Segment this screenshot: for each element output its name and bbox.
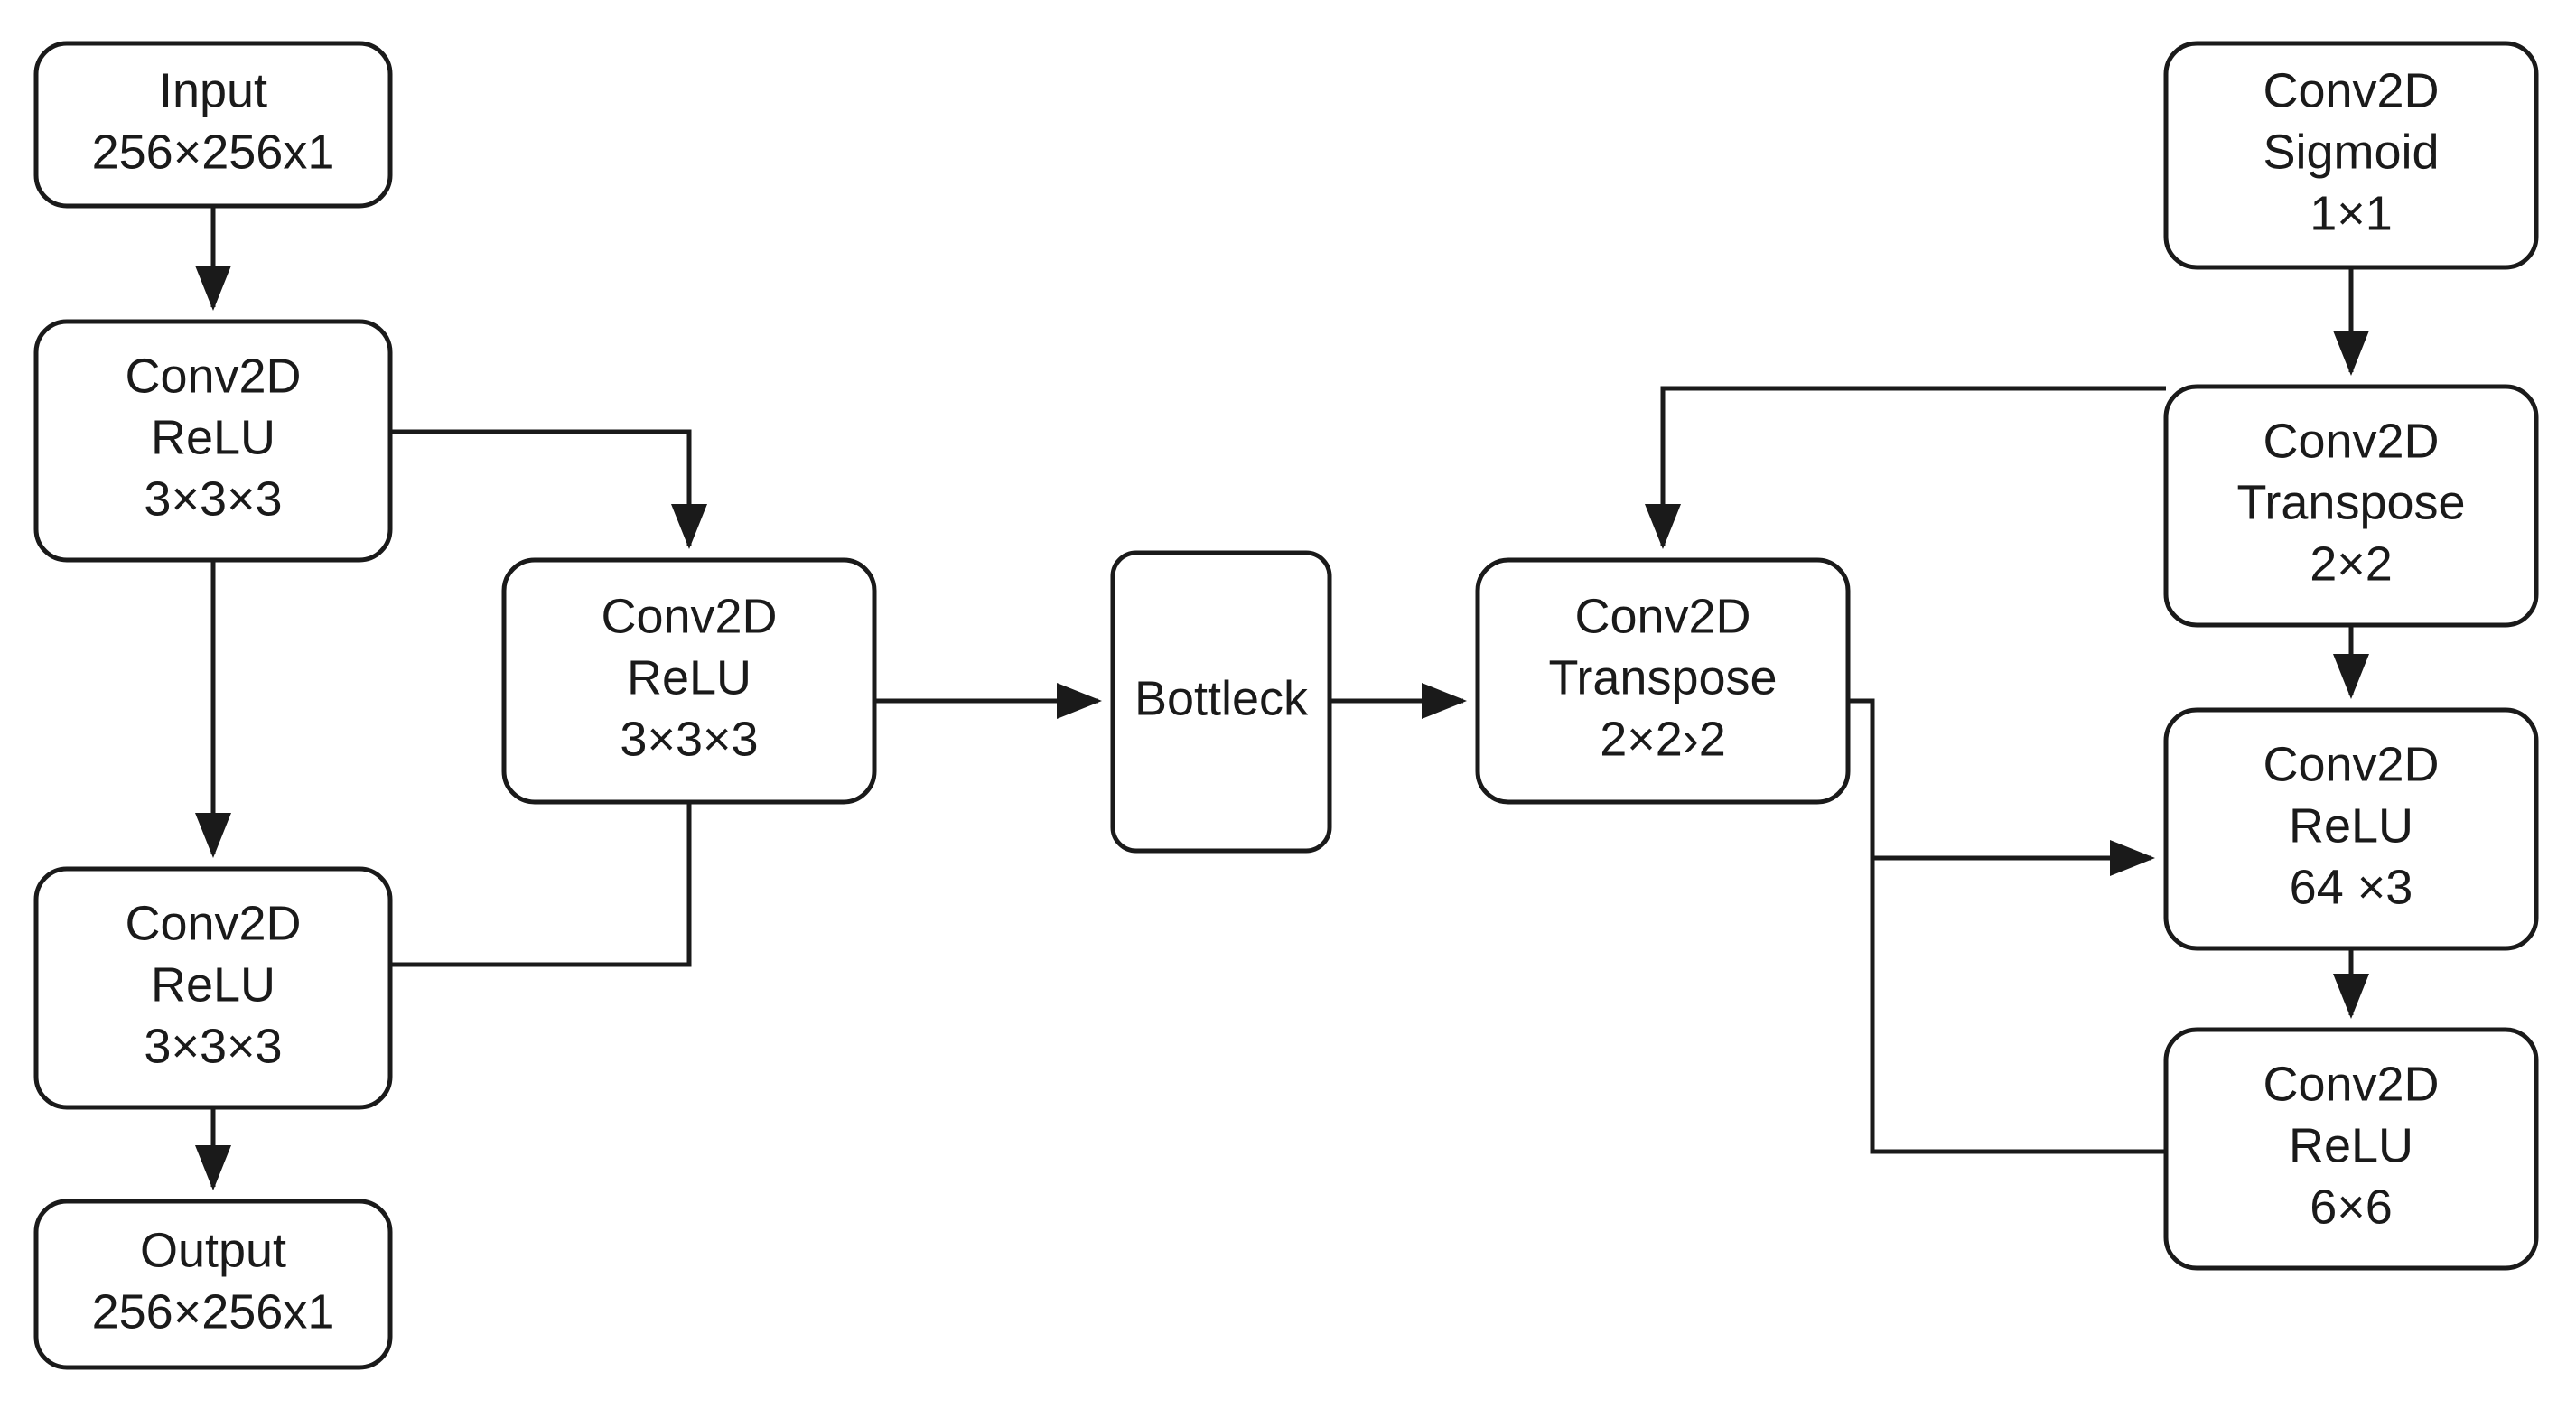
- decoder-conv-sigmoid-node-label-line-2: Sigmoid: [2263, 125, 2439, 179]
- encoder-conv-2-node[interactable]: Conv2D ReLU 3×3×3: [501, 557, 877, 805]
- decoder-conv-6-node-label-line-2: ReLU: [2289, 1118, 2413, 1172]
- decoder-transpose-1-node[interactable]: Conv2D Transpose 2×2›2: [1475, 557, 1851, 805]
- bottleneck-node-box[interactable]: [1110, 550, 1332, 854]
- decoder-conv-sigmoid-node-label-line-3: 1×1: [2310, 186, 2393, 240]
- input-node-label-line-2: 256×256x1: [92, 125, 335, 179]
- encoder-conv-2-node-label-line-3: 3×3×3: [620, 712, 758, 766]
- decoder-conv-64-node-label-line-2: ReLU: [2289, 798, 2413, 853]
- decoder-transpose-1-node-label-line-3: 2×2›2: [1600, 712, 1726, 766]
- edge-encoder-conv-1-to-encoder-conv-2: [390, 429, 707, 550]
- decoder-conv-64-node[interactable]: Conv2D ReLU 64 ×3: [2163, 707, 2539, 951]
- encoder-conv-1-node[interactable]: Conv2D ReLU 3×3×3: [33, 319, 393, 563]
- decoder-conv-6-node-label-line-3: 6×6: [2310, 1180, 2393, 1234]
- decoder-conv-6-node-box[interactable]: [2163, 1027, 2539, 1271]
- edges-layer: [195, 206, 2369, 1191]
- edge-decoder-transpose-1-to-decoder-conv-64: [1848, 698, 2156, 876]
- decoder-conv-64-node-box[interactable]: [2163, 707, 2539, 951]
- encoder-conv-2-node-label-line-2: ReLU: [627, 650, 751, 704]
- decoder-conv-6-node[interactable]: Conv2D ReLU 6×6: [2163, 1027, 2539, 1271]
- encoder-conv-1-node-label-line-3: 3×3×3: [144, 471, 282, 526]
- bottleneck-node[interactable]: Bottleck: [1110, 550, 1332, 854]
- encoder-conv-2-node-label-line-1: Conv2D: [601, 589, 777, 643]
- decoder-conv-64-node-label-line-3: 64 ×3: [2290, 860, 2413, 914]
- decoder-conv-sigmoid-node-label-line-1: Conv2D: [2263, 63, 2439, 117]
- decoder-transpose-2-node-label-line-3: 2×2: [2310, 537, 2393, 591]
- output-node[interactable]: Output 256×256x1: [33, 1199, 393, 1370]
- decoder-transpose-2-node-label-line-2: Transpose: [2236, 475, 2465, 529]
- encoder-conv-3-node-label-line-1: Conv2D: [125, 896, 301, 950]
- bottleneck-node-label-line-1: Bottleck: [1134, 671, 1309, 725]
- decoder-transpose-1-node-label-line-1: Conv2D: [1574, 589, 1750, 643]
- decoder-transpose-2-node[interactable]: Conv2D Transpose 2×2: [2163, 384, 2539, 628]
- decoder-conv-sigmoid-node[interactable]: Conv2D Sigmoid 1×1: [2163, 41, 2539, 270]
- nodes-layer: Input256×256x1Conv2DReLU3×3×3Conv2DReLU3…: [33, 41, 2539, 1370]
- encoder-conv-3-node[interactable]: Conv2D ReLU 3×3×3: [33, 866, 393, 1110]
- edge-decoder-transpose-1-to-decoder-conv-6: [1870, 858, 2166, 1154]
- decoder-transpose-2-node-label-line-1: Conv2D: [2263, 414, 2439, 468]
- input-node[interactable]: Input 256×256x1: [33, 41, 393, 209]
- decoder-conv-sigmoid-node-box[interactable]: [2163, 41, 2539, 270]
- encoder-conv-1-node-label-line-1: Conv2D: [125, 349, 301, 403]
- edge-encoder-conv-2-to-encoder-conv-3: [390, 802, 692, 967]
- decoder-transpose-2-node-box[interactable]: [2163, 384, 2539, 628]
- input-node-box[interactable]: [33, 41, 393, 209]
- decoder-transpose-1-node-label-line-2: Transpose: [1548, 650, 1777, 704]
- decoder-conv-64-node-label-line-1: Conv2D: [2263, 737, 2439, 791]
- edge-decoder-transpose-2-to-decoder-transpose-1: [1645, 386, 2166, 550]
- output-node-label-line-2: 256×256x1: [92, 1284, 335, 1339]
- encoder-conv-3-node-label-line-2: ReLU: [151, 957, 275, 1012]
- output-node-box[interactable]: [33, 1199, 393, 1370]
- encoder-conv-3-node-label-line-3: 3×3×3: [144, 1019, 282, 1073]
- output-node-label-line-1: Output: [140, 1223, 286, 1277]
- encoder-conv-1-node-box[interactable]: [33, 319, 393, 563]
- decoder-conv-6-node-label-line-1: Conv2D: [2263, 1057, 2439, 1111]
- decoder-transpose-1-node-box[interactable]: [1475, 557, 1851, 805]
- encoder-conv-1-node-label-line-2: ReLU: [151, 410, 275, 464]
- input-node-label-line-1: Input: [159, 63, 267, 117]
- encoder-conv-3-node-box[interactable]: [33, 866, 393, 1110]
- encoder-conv-2-node-box[interactable]: [501, 557, 877, 805]
